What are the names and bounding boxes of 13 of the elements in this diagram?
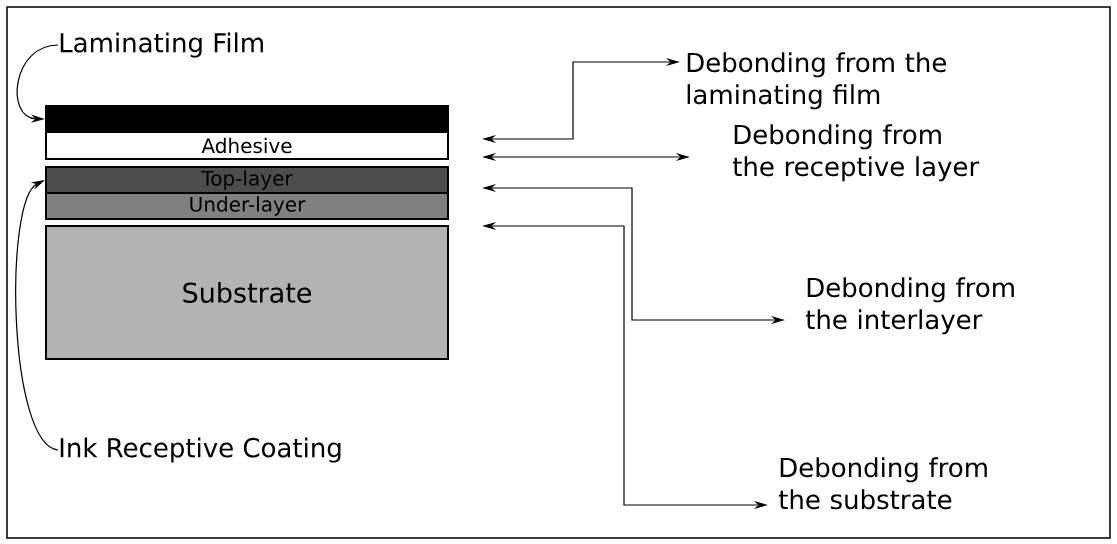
annotation-text: Debonding from the substrate: [778, 457, 987, 510]
annotation-text: Debonding from the receptive layer: [732, 124, 980, 182]
layer-bar: Substrate: [45, 225, 449, 360]
annotation-text: Debonding from the interlayer: [805, 277, 1014, 335]
label-text: Ink Receptive Coating: [60, 437, 341, 463]
laminating-film-bar: [45, 105, 449, 133]
leader-arrow: [16, 44, 59, 123]
label-text: Laminating Film: [60, 32, 263, 58]
layer-bar: Under-layer: [45, 192, 449, 220]
leader-arrow: [15, 180, 59, 451]
layer-bar: Top-layer: [45, 166, 449, 194]
layer-bar: Adhesive: [45, 131, 449, 160]
annotation-text: Debonding from the laminating film: [687, 52, 946, 110]
